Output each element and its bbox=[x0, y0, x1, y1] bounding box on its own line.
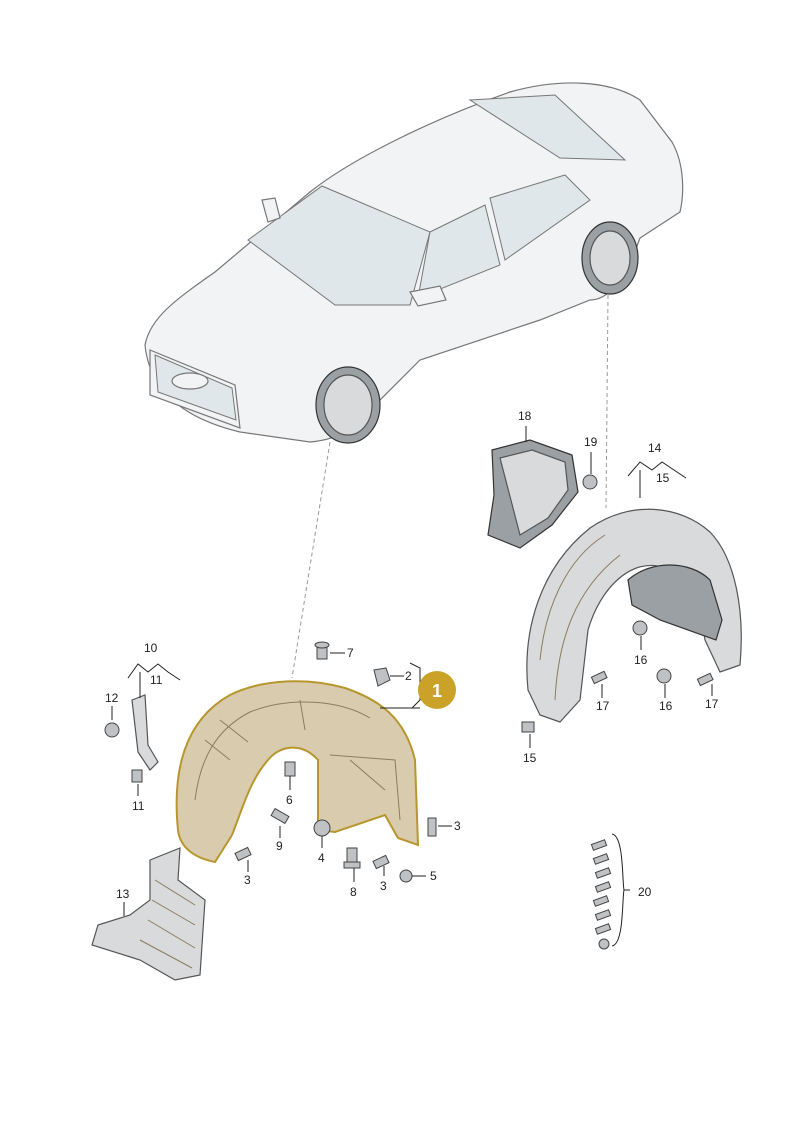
label-19[interactable]: 19 bbox=[584, 435, 598, 449]
label-13[interactable]: 13 bbox=[116, 887, 130, 901]
bracket-part-10[interactable] bbox=[131, 694, 159, 771]
part-labels: 7 2 6 9 4 3 3 3 8 5 10 11 12 11 13 18 19… bbox=[105, 409, 719, 901]
label-17-b[interactable]: 17 bbox=[705, 697, 719, 711]
label-2[interactable]: 2 bbox=[405, 669, 412, 683]
label-15-top[interactable]: 15 bbox=[656, 471, 670, 485]
label-20[interactable]: 20 bbox=[638, 885, 652, 899]
front-wheel-housing-liner[interactable] bbox=[175, 680, 420, 864]
label-16-a[interactable]: 16 bbox=[634, 653, 648, 667]
label-12[interactable]: 12 bbox=[105, 691, 119, 705]
front-wheel-leader bbox=[291, 441, 331, 679]
label-11-top[interactable]: 11 bbox=[150, 673, 163, 687]
label-6[interactable]: 6 bbox=[286, 793, 293, 807]
car-illustration bbox=[144, 82, 684, 444]
label-8[interactable]: 8 bbox=[350, 885, 357, 899]
bracket-part-18[interactable] bbox=[487, 439, 579, 549]
label-7[interactable]: 7 bbox=[347, 646, 354, 660]
label-15-bottom[interactable]: 15 bbox=[523, 751, 537, 765]
leader-lines bbox=[111, 426, 713, 947]
label-16-b[interactable]: 16 bbox=[659, 699, 673, 713]
label-3-left[interactable]: 3 bbox=[244, 873, 251, 887]
label-18[interactable]: 18 bbox=[518, 409, 532, 423]
label-10[interactable]: 10 bbox=[144, 641, 158, 655]
splash-guard-part-13[interactable] bbox=[91, 847, 206, 981]
label-14[interactable]: 14 bbox=[648, 441, 662, 455]
label-5[interactable]: 5 bbox=[430, 869, 437, 883]
rear-wheel-housing-liner[interactable] bbox=[526, 508, 742, 723]
rear-wheel-leader bbox=[605, 294, 609, 509]
callout-circle bbox=[418, 671, 456, 709]
selected-part-callout[interactable]: 1 bbox=[418, 671, 456, 709]
callout-number: 1 bbox=[432, 681, 442, 701]
label-17-a[interactable]: 17 bbox=[596, 699, 610, 713]
label-9[interactable]: 9 bbox=[276, 839, 283, 853]
label-3-right[interactable]: 3 bbox=[454, 819, 461, 833]
label-3-bottom[interactable]: 3 bbox=[380, 879, 387, 893]
fasteners bbox=[104, 474, 714, 950]
label-11-bottom[interactable]: 11 bbox=[132, 799, 145, 813]
label-4[interactable]: 4 bbox=[318, 851, 325, 865]
